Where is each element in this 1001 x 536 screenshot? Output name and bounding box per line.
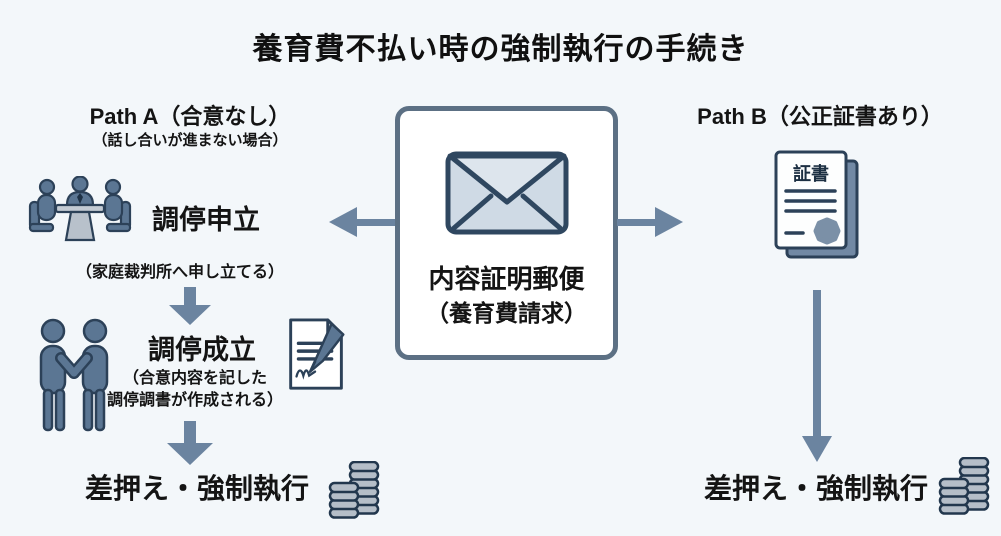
center-box-sublabel: （養育費請求） [426,300,587,326]
path-a-header: Path A（合意なし） [89,104,291,129]
center-box: 内容証明郵便 （養育費請求） [395,106,618,360]
arrow-down-icon [800,290,834,467]
step-mediation-settled-note: （合意内容を記した 調停調書が作成される） [45,368,345,412]
handshake-icon [28,318,120,437]
arrow-left-icon [329,206,395,243]
certificate-label: 証書 [793,164,829,184]
certificate-icon: 証書 [773,149,863,266]
note-line-1: （合意内容を記した [122,370,267,387]
path-b-final-label: 差押え・強制執行 [703,473,928,504]
coins-icon [328,460,380,524]
document-pen-icon [283,317,351,400]
mediation-meeting-icon [28,175,132,247]
path-a-subheader: （話し合いが進まない場合） [92,132,288,149]
step-mediation-filing-label: 調停申立 [152,205,260,235]
path-b-header: Path B（公正証書あり） [697,104,943,129]
center-box-label: 内容証明郵便 [428,264,585,294]
arrow-down-icon [168,287,212,330]
step-mediation-settled-label: 調停成立 [148,335,256,365]
coins-icon [938,456,990,520]
page-title: 養育費不払い時の強制執行の手続き [252,33,749,66]
arrow-down-icon [166,421,214,470]
envelope-icon [445,151,569,240]
note-line-2: 調停調書が作成される） [106,392,283,409]
step-mediation-filing-note: （家庭裁判所へ申し立てる） [75,264,284,281]
arrow-right-icon [617,206,683,243]
path-a-final-label: 差押え・強制執行 [84,473,309,504]
